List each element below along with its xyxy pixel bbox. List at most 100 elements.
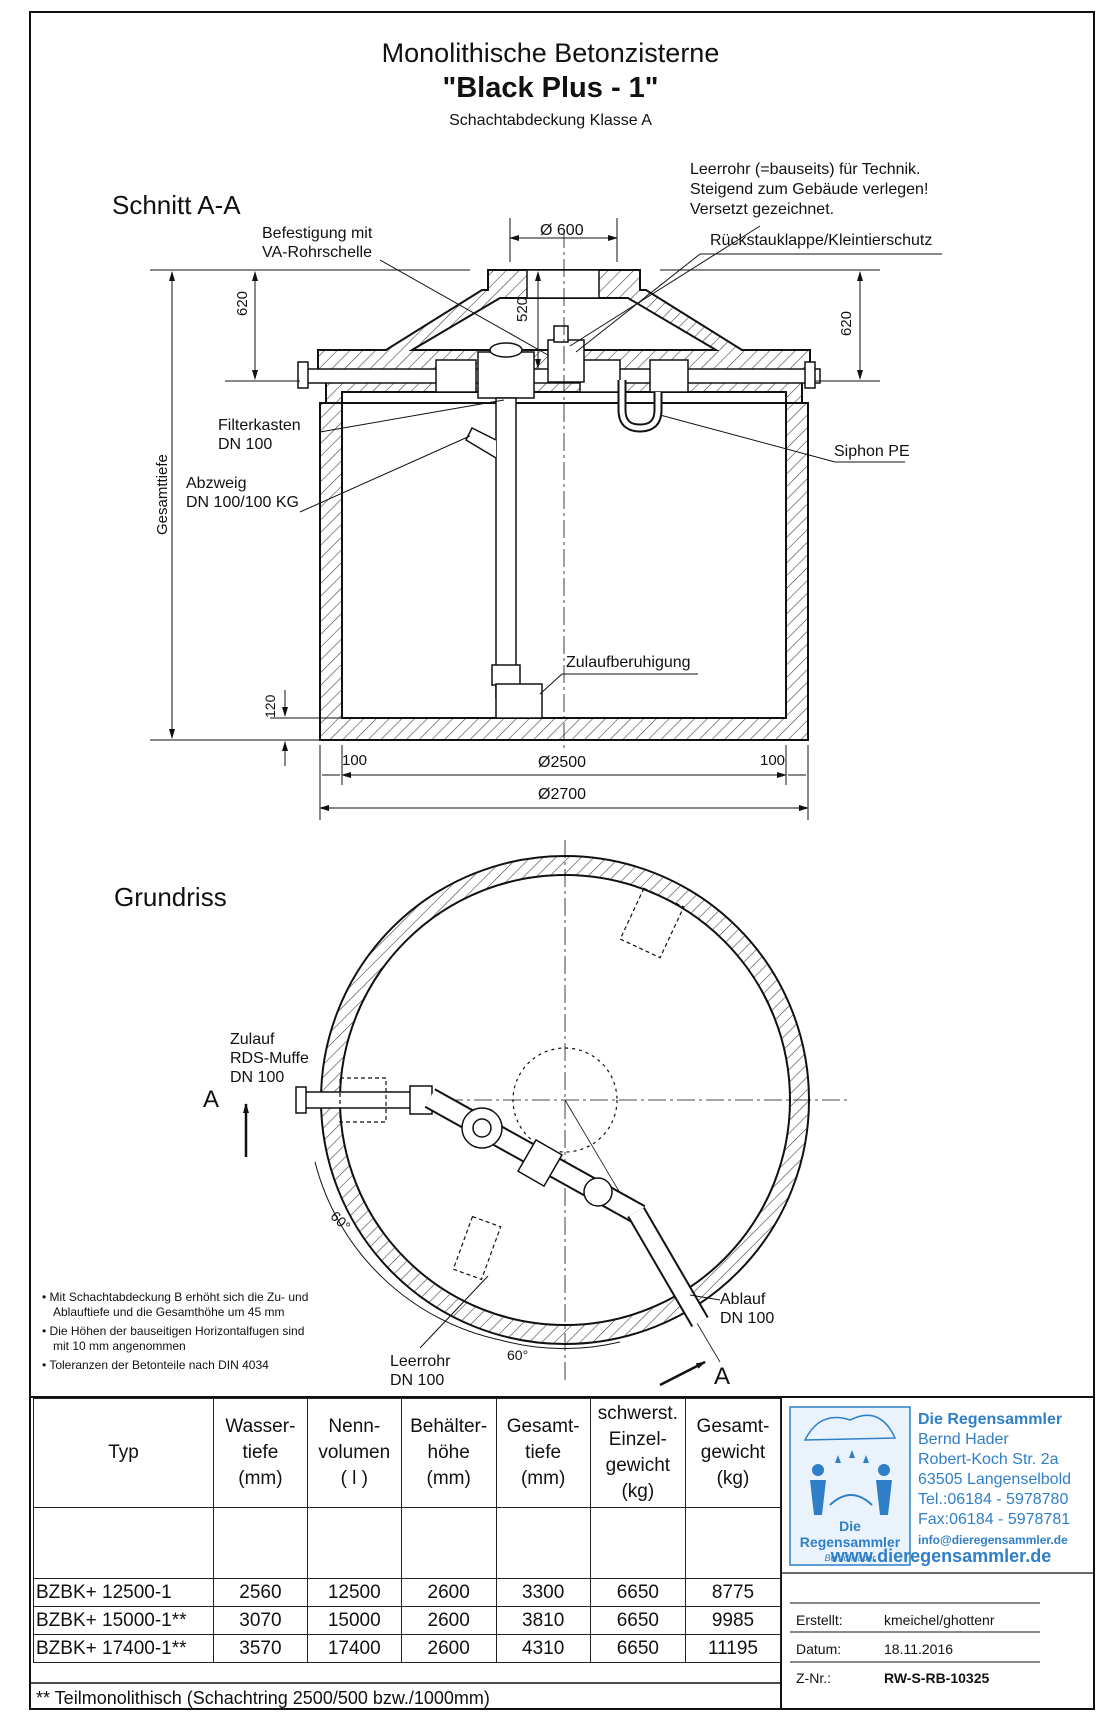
znr-value: RW-S-RB-10325	[884, 1670, 990, 1686]
cut-marker-left: A	[203, 1086, 220, 1113]
title-line-3: Schachtabdeckung Klasse A	[449, 112, 652, 129]
company-city: 63505 Langenselbold	[918, 1471, 1072, 1488]
dim-d600: Ø 600	[540, 222, 584, 239]
erstellt-value: kmeichel/ghottenr	[884, 1612, 995, 1628]
header-text: Wasser-	[225, 1416, 296, 1437]
header-text: Nenn-	[328, 1416, 381, 1437]
table-header-row: Typ Wasser-tiefe(mm) Nenn-volumen( l ) B…	[32, 1398, 782, 1508]
downpipe	[495, 397, 517, 699]
dim-d2700: Ø2700	[538, 786, 587, 803]
cell-gesamttiefe: 3300	[495, 1578, 591, 1607]
siphon	[619, 380, 661, 431]
zulauf-line: Zulauf	[230, 1031, 275, 1048]
befestigung-label: Befestigung mit VA-Rohrschelle	[262, 224, 372, 262]
cell-typ: BZBK+ 12500-1	[32, 1578, 215, 1607]
cell-typ: BZBK+ 15000-1**	[32, 1606, 215, 1635]
plan-view	[243, 840, 850, 1387]
note-item: • Die Höhen der bauseitigen Horizontalfu…	[42, 1324, 305, 1338]
tank-wall	[319, 402, 809, 741]
datum-value: 18.11.2016	[884, 1641, 954, 1657]
zulauf-line: RDS-Muffe	[230, 1050, 309, 1067]
cell-gesamttiefe: 4310	[495, 1634, 591, 1663]
cell-gesamttiefe: 3810	[495, 1606, 591, 1635]
filterkasten-line: DN 100	[218, 436, 273, 453]
logo-text: Bernd Hader	[824, 1553, 876, 1563]
dim-520: 520	[514, 296, 531, 322]
header-text: Gesamt-	[506, 1416, 580, 1437]
header-text: Gesamt-	[696, 1416, 770, 1437]
cell-wassertiefe: 2560	[213, 1578, 308, 1607]
cell-nennvolumen: 17400	[306, 1634, 402, 1663]
table-row: BZBK+ 15000-1** 3070 15000 2600 3810 665…	[32, 1606, 782, 1635]
cell-gesamtgewicht: 9985	[684, 1606, 782, 1635]
erstellt-label: Erstellt:	[796, 1612, 843, 1628]
leerrohr-plan-label: Leerrohr DN 100	[390, 1352, 450, 1390]
company-web[interactable]: www.dieregensammler.de	[830, 1546, 1052, 1566]
filterkasten-label: Filterkasten DN 100	[218, 416, 301, 454]
logo-text: Regensammler	[799, 1534, 901, 1550]
cell-behaelterhoehe: 2600	[400, 1578, 497, 1607]
leerrohr-note-line: Leerrohr (=bauseits) für Technik.	[690, 161, 921, 178]
sheet-frame	[29, 11, 1095, 1710]
branch-fitting	[465, 426, 497, 459]
filterkasten-line: Filterkasten	[218, 417, 301, 434]
header-text: (mm)	[520, 1468, 566, 1489]
pipe-socket	[649, 359, 689, 393]
section-heading: Schnitt A-A	[112, 190, 241, 220]
leerrohr-note-line: Versetzt gezeichnet.	[690, 201, 835, 218]
note-text: mit 10 mm angenommen	[53, 1339, 186, 1353]
header-cell: Behälter-höhe(mm)	[400, 1398, 497, 1508]
rueckstau-label: Rückstauklappe/Kleintierschutz	[710, 232, 933, 249]
ablauf-label: Ablauf DN 100	[720, 1290, 774, 1328]
cut-marker-right: A	[714, 1363, 731, 1390]
header-text: tiefe	[242, 1442, 279, 1463]
cell-einzelgewicht: 6650	[589, 1578, 686, 1607]
dim-d2500: Ø2500	[538, 754, 587, 771]
dim-100-right: 100	[760, 752, 786, 769]
cell-typ: BZBK+ 17400-1**	[32, 1634, 215, 1663]
note-item: • Mit Schachtabdeckung B erhöht sich die…	[42, 1290, 309, 1304]
abzweig-line: DN 100/100 KG	[186, 494, 299, 511]
zulauf-line: DN 100	[230, 1069, 285, 1086]
filter-box	[477, 351, 535, 399]
pipe-socket	[435, 359, 477, 393]
logo-text: Die	[839, 1518, 861, 1534]
befestigung-line: Befestigung mit	[262, 225, 373, 242]
dim-620-left: 620	[234, 290, 251, 316]
header-text: (kg)	[716, 1468, 750, 1489]
header-cell: Typ	[32, 1398, 215, 1508]
leerrohr-plan-line: DN 100	[390, 1372, 445, 1389]
inlet-calmer	[495, 683, 543, 719]
cell-wassertiefe: 3570	[213, 1634, 308, 1663]
header-text: gewicht	[605, 1455, 671, 1476]
company-logo	[789, 1406, 911, 1566]
company-street: Robert-Koch Str. 2a	[918, 1451, 1059, 1468]
cell-nennvolumen: 12500	[306, 1578, 402, 1607]
logo-wordmark: Die Regensammler Bernd Hader	[790, 1518, 910, 1566]
table-row: BZBK+ 17400-1** 3570 17400 2600 4310 665…	[32, 1634, 782, 1663]
header-cell: Gesamt-gewicht(kg)	[684, 1398, 782, 1508]
note-text: Ablauftiefe und die Gesamthöhe um 45 mm	[53, 1305, 285, 1319]
pipe-end-right	[804, 361, 816, 389]
plan-heading: Grundriss	[114, 882, 227, 912]
title-line-1: Monolithische Betonzisterne	[381, 38, 720, 68]
cell-einzelgewicht: 6650	[589, 1606, 686, 1635]
header-text: höhe	[427, 1442, 470, 1463]
dim-100-left: 100	[342, 752, 368, 769]
cell-gesamtgewicht: 11195	[684, 1634, 782, 1663]
note-text: Mit Schachtabdeckung B erhöht sich die Z…	[49, 1290, 309, 1304]
company-email[interactable]: info@dieregensammler.de	[918, 1533, 1068, 1547]
company-info: Die Regensammler Bernd Hader Robert-Koch…	[918, 1410, 1071, 1550]
angle-bottom: 60°	[507, 1347, 529, 1363]
header-text: volumen	[318, 1442, 391, 1463]
pipe-socket	[579, 359, 621, 393]
header-text: Behälter-	[410, 1416, 488, 1437]
table-row: BZBK+ 12500-1 2560 12500 2600 3300 6650 …	[32, 1578, 782, 1607]
note-text: Toleranzen der Betonteile nach DIN 4034	[49, 1358, 269, 1372]
header-text: Typ	[108, 1442, 139, 1463]
header-text: Einzel-	[608, 1429, 667, 1450]
abzweig-line: Abzweig	[186, 475, 247, 492]
header-text: tiefe	[525, 1442, 562, 1463]
ablauf-line: DN 100	[720, 1310, 775, 1327]
